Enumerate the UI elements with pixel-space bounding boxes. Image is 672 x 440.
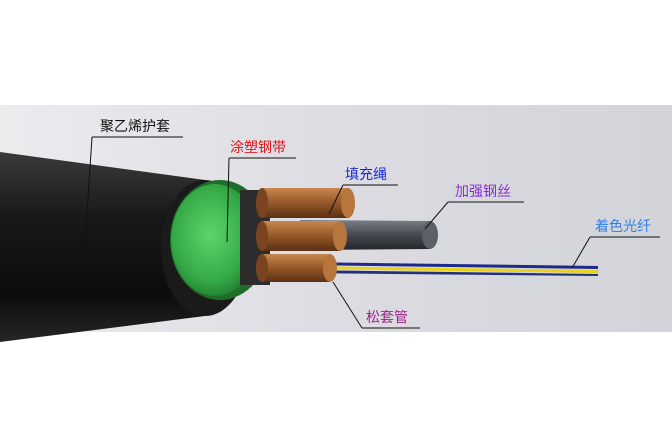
label-filler-rope: 填充绳 bbox=[345, 167, 387, 183]
label-loose-tube: 松套管 bbox=[366, 310, 408, 326]
label-coated-tape: 涂塑钢带 bbox=[230, 140, 286, 156]
leader-lines bbox=[84, 136, 660, 329]
leader-sheath-diag bbox=[84, 136, 93, 246]
colored-fibers bbox=[300, 262, 598, 276]
label-colored-fiber: 着色光纤 bbox=[595, 218, 651, 235]
leader-fiber-diag bbox=[571, 236, 591, 269]
label-sheath: 聚乙烯护套 bbox=[100, 119, 170, 135]
leader-wire-diag bbox=[424, 201, 449, 230]
label-strength-wire: 加强钢丝 bbox=[455, 184, 511, 200]
leader-tape-diag bbox=[226, 157, 230, 243]
leader-tube-diag bbox=[332, 281, 363, 329]
loose-tubes bbox=[256, 188, 355, 282]
leader-filler-diag bbox=[328, 184, 344, 215]
